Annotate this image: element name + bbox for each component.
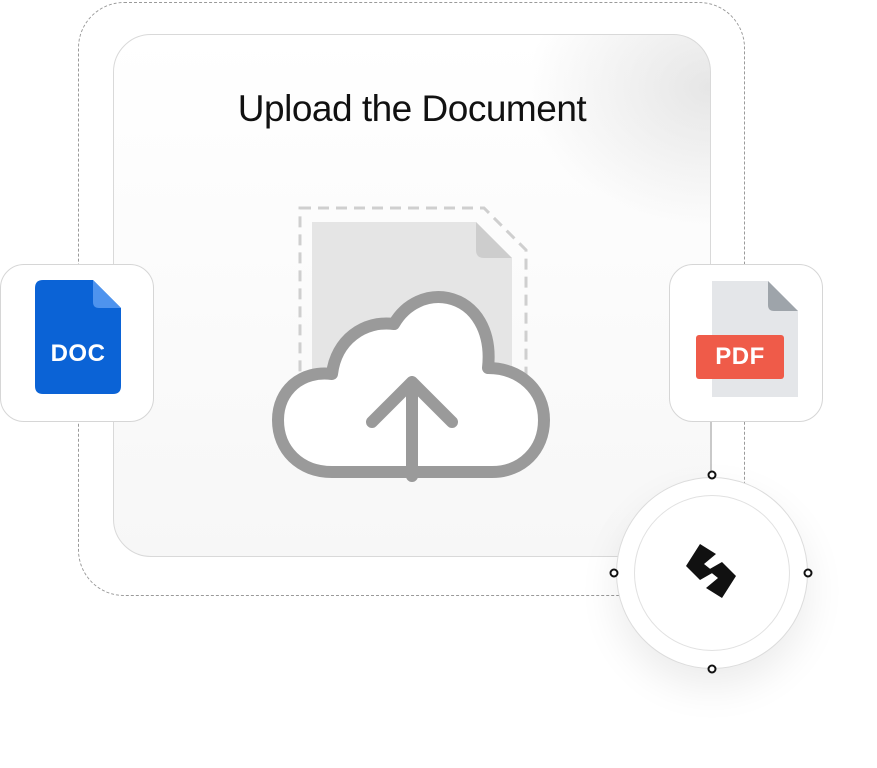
file-dashed-outline — [298, 206, 528, 402]
file-fold-shape — [476, 222, 512, 258]
orbit-dots — [609, 470, 813, 674]
doc-file-label: DOC — [50, 340, 106, 367]
connector-line — [710, 422, 712, 477]
pdf-file-card[interactable]: PDF — [669, 264, 823, 422]
brand-logo-icon — [686, 544, 736, 598]
doc-file-card[interactable]: DOC — [0, 264, 154, 422]
pdf-file-label: PDF — [715, 343, 765, 370]
doc-file-icon — [35, 280, 121, 394]
upload-title: Upload the Document — [237, 88, 587, 129]
cloud-upload-icon[interactable] — [260, 200, 560, 490]
upload-arrow-shape — [366, 376, 458, 482]
pdf-file-icon — [696, 281, 798, 397]
